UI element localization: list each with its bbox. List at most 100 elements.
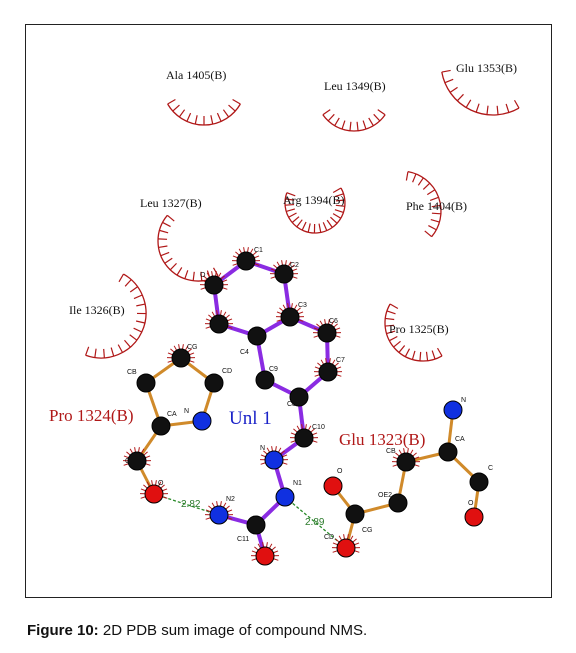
contact-spokes [259, 446, 289, 465]
atom-label: CB [386, 448, 396, 455]
atom-label: C [125, 458, 130, 465]
residue-label: Ile 1326(B) [69, 303, 125, 317]
hbond-distance: 2.89 [305, 517, 325, 528]
contact-spokes [204, 501, 234, 520]
nitrogen-atom [264, 450, 284, 470]
atom-label: O [468, 500, 474, 507]
oxygen-atom [323, 476, 343, 496]
residue-label: Phe 1404(B) [406, 199, 467, 213]
figure-caption: Figure 10: 2D PDB sum image of compound … [27, 622, 367, 639]
residue-label: Leu 1349(B) [324, 79, 386, 93]
residue-label: Glu 1353(B) [456, 61, 517, 75]
contact-spokes [231, 247, 261, 266]
hydrophobic-arc [167, 98, 241, 126]
bonded-residue-label: Glu 1323(B) [339, 430, 425, 449]
hydrophobic-arc [85, 273, 147, 359]
nitrogen-atom [192, 411, 212, 431]
atom-label: C1 [254, 247, 263, 254]
hydrophobic-arc [322, 109, 386, 132]
atom-label: C8 [287, 401, 296, 408]
hydrophobic-arc [441, 69, 520, 116]
hbond-distance: 2.82 [181, 499, 201, 510]
atom-label: C4 [240, 349, 249, 356]
contact-spokes [275, 303, 305, 322]
atom-label: CG [362, 527, 373, 534]
atom-label: O [200, 272, 206, 279]
atom-label: CD [222, 368, 232, 375]
atom-label: C11 [237, 536, 249, 543]
oxygen-atom [336, 538, 356, 558]
oxygen-atom [255, 546, 275, 566]
hydrophobic-arc [157, 214, 219, 282]
carbon-atom [388, 493, 408, 513]
carbon-atom [151, 416, 171, 436]
carbon-atom [317, 323, 337, 343]
bonded-residue-label: Pro 1324(B) [49, 406, 134, 425]
contact-spokes [122, 447, 152, 466]
contact-spokes [289, 424, 319, 443]
contact-spokes [269, 260, 299, 279]
nitrogen-atom [209, 505, 229, 525]
ligand-name: Unl 1 [229, 408, 272, 429]
atom-label: CA [455, 436, 465, 443]
contact-spokes [250, 542, 280, 561]
carbon-atom [345, 504, 365, 524]
contact-spokes [204, 310, 234, 329]
contact-spokes [199, 271, 229, 290]
atom-label: OE2 [378, 492, 392, 499]
caption-text: 2D PDB sum image of compound NMS. [98, 622, 368, 639]
carbon-atom [438, 442, 458, 462]
contact-spokes [166, 344, 196, 363]
carbon-atom [274, 264, 294, 284]
atom-label: C [488, 465, 493, 472]
residue-label: Arg 1394(B) [283, 193, 344, 207]
atom-label: CB [127, 369, 137, 376]
nitrogen-atom [443, 400, 463, 420]
hydrophobic-arcs [85, 69, 520, 362]
carbon-atom [289, 387, 309, 407]
atom-label: C9 [269, 366, 278, 373]
atom-label: N [461, 397, 466, 404]
atom-label: N [184, 408, 189, 415]
nitrogen-atom [275, 487, 295, 507]
carbon-atom [469, 472, 489, 492]
hydrophobic-arc [384, 303, 443, 362]
caption-label: Figure 10: [27, 622, 99, 639]
hydrophobic-arc [405, 170, 442, 238]
atom-label: C3 [298, 302, 307, 309]
carbon-atom [136, 373, 156, 393]
atom-label: C10 [312, 424, 325, 431]
carbon-atom [280, 307, 300, 327]
atom-label: N1 [293, 480, 302, 487]
atom-label: C2 [290, 262, 299, 269]
carbon-atom [294, 428, 314, 448]
hydrophobic-arc [284, 187, 346, 234]
oxygen-atom [464, 507, 484, 527]
carbon-atom [171, 348, 191, 368]
carbon-atom [209, 314, 229, 334]
carbon-atom [127, 451, 147, 471]
residue-label: Pro 1325(B) [389, 322, 449, 336]
contact-spokes [391, 448, 421, 467]
oxygen-atom [144, 484, 164, 504]
carbon-atom [246, 515, 266, 535]
carbon-atom [396, 452, 416, 472]
atom-label: C7 [336, 357, 345, 364]
atom-label: N2 [226, 496, 235, 503]
carbon-atom [204, 373, 224, 393]
diagram-frame: Ala 1405(B) Leu 1349(B) Glu 1353(B) Leu 132… [25, 24, 552, 598]
carbon-atom [204, 275, 224, 295]
contact-spokes [331, 534, 361, 553]
contact-spokes [313, 358, 343, 377]
atom-label: N [260, 445, 265, 452]
carbon-atom [236, 251, 256, 271]
contact-spokes [312, 319, 342, 338]
atom-label: O [158, 480, 164, 487]
ligplot-diagram: Ala 1405(B) Leu 1349(B) Glu 1353(B) Leu 132… [49, 61, 520, 566]
atom-label: O [337, 468, 343, 475]
contact-spokes [139, 480, 169, 499]
residue-label: Leu 1327(B) [140, 196, 202, 210]
carbon-atom [247, 326, 267, 346]
atom-label: CG [187, 344, 198, 351]
residue-label: Ala 1405(B) [166, 68, 226, 82]
